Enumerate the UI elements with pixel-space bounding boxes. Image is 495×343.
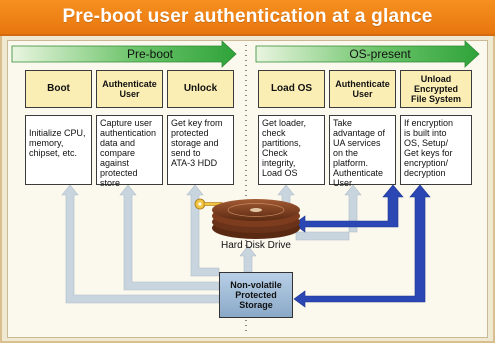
stage-unload-encrypted-fs: Unload Encrypted File System — [400, 70, 472, 108]
desc-load-os: Get loader, check partitions, Check inte… — [258, 115, 325, 185]
desc-unlock: Get key from protected storage and send … — [167, 115, 234, 185]
stage-authenticate-user-preboot: Authenticate User — [96, 70, 163, 108]
preboot-phase-label: Pre-boot — [126, 47, 174, 61]
title-bar: Pre-boot user authentication at a glance — [0, 0, 495, 36]
stage-load-os: Load OS — [258, 70, 325, 108]
stage-boot: Boot — [25, 70, 92, 108]
ospresent-phase-label: OS-present — [349, 47, 411, 61]
desc-authenticate-user-preboot: Capture user authentication data and com… — [96, 115, 163, 188]
protected-storage-box: Non-volatile Protected Storage — [219, 272, 293, 318]
stage-authenticate-user-os: Authenticate User — [329, 70, 396, 108]
preboot-phase-arrow — [11, 40, 237, 68]
desc-boot: Initialize CPU, memory, chipset, etc. — [25, 115, 92, 185]
stage-unlock: Unlock — [167, 70, 234, 108]
desc-unload-encrypted-fs: If encryption is built into OS, Setup/ G… — [400, 115, 472, 185]
hard-disk-label: Hard Disk Drive — [220, 240, 291, 251]
encryption-blue-arrows — [293, 184, 431, 308]
hard-disk-icon — [212, 199, 300, 239]
desc-authenticate-user-os: Take advantage of UA services on the pla… — [329, 115, 396, 188]
diagram-title: Pre-boot user authentication at a glance — [62, 6, 433, 27]
ospresent-phase-arrow — [255, 40, 480, 68]
